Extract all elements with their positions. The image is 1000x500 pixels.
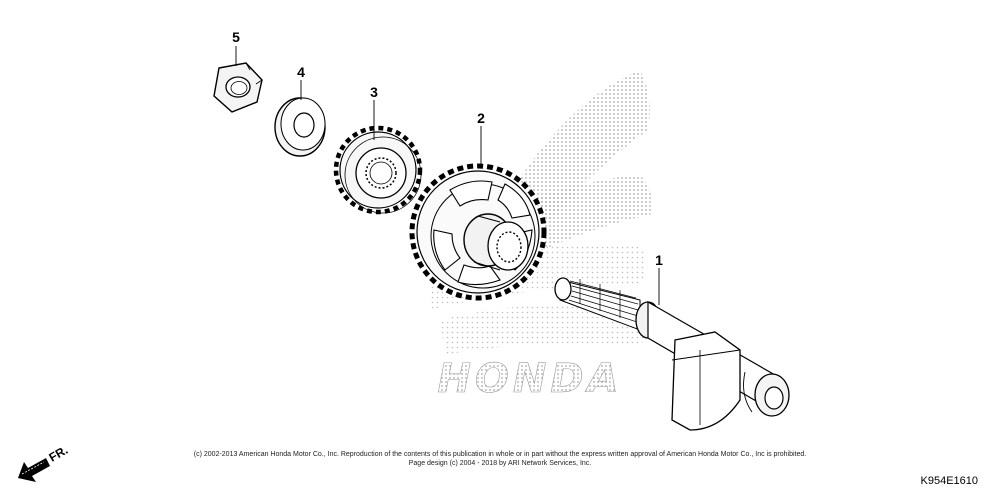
- honda-watermark-text: HONDA: [437, 356, 622, 402]
- diagram-code: K954E1610: [920, 475, 979, 487]
- large-gear-part: [409, 163, 547, 301]
- callout-number-1: 1: [655, 252, 663, 268]
- small-gear-part: [333, 125, 423, 215]
- shaft-part: [554, 277, 790, 431]
- washer-part: [274, 97, 326, 157]
- callout-number-3: 3: [370, 84, 378, 100]
- callout-number-4: 4: [297, 64, 305, 80]
- callout-number-5: 5: [232, 29, 240, 45]
- page-design-notice: Page design (c) 2004 - 2018 by ARI Netwo…: [408, 460, 592, 467]
- leader-lines: [235, 46, 660, 305]
- nut-part: [213, 62, 263, 113]
- copyright-notice: (c) 2002-2013 American Honda Motor Co., …: [193, 451, 807, 458]
- callout-number-2: 2: [477, 110, 485, 126]
